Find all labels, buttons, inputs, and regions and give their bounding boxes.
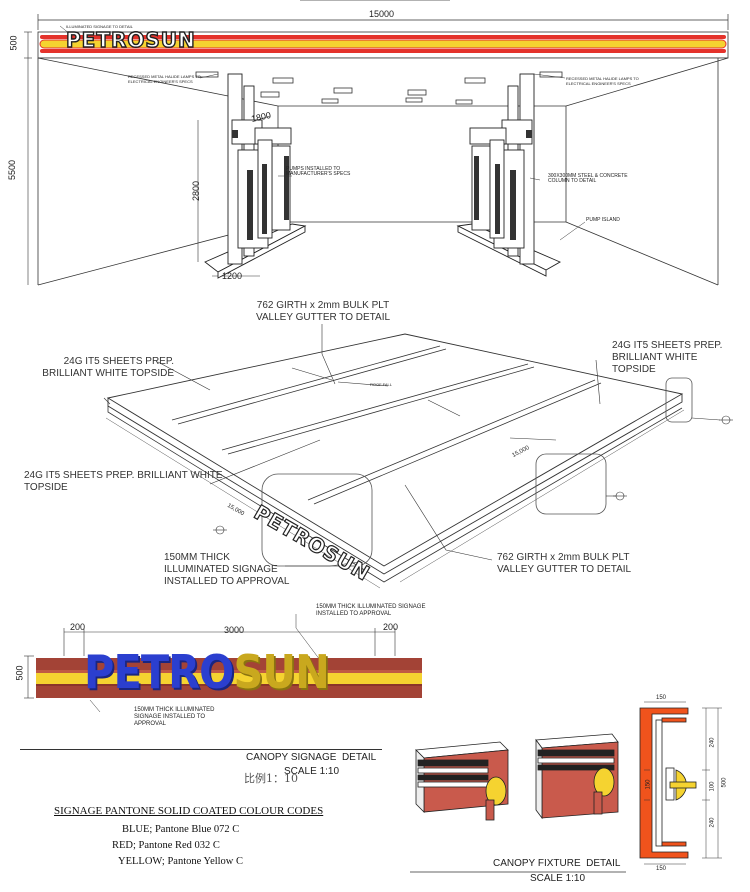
fixture-dim-mid: 150 — [645, 779, 652, 790]
elevation-brand-logo: PETROSUN — [65, 27, 196, 52]
elevation-note-pumps: PUMPS INSTALLED TO MANUFACTURER'S SPECS — [286, 166, 351, 177]
signage-dim-left: 200 — [70, 622, 86, 632]
fixture-dim-top: 150 — [656, 695, 667, 701]
elevation-width-dim: 15000 — [369, 9, 395, 19]
elevation-note-lamp-right: RECESSED METAL HALIDE LAMPS TO ELECTRICA… — [566, 76, 639, 86]
signage-scale: SCALE 1:10 — [284, 766, 340, 777]
roof-note-sheets-right: 24G IT5 SHEETS PREP. BRILLIANT WHITE TOP… — [612, 340, 723, 375]
roof-note-sheets-left: 24G IT5 SHEETS PREP. BRILLIANT WHITE TOP… — [42, 356, 174, 379]
roof-drawing — [103, 324, 733, 589]
fixture-scale: SCALE 1:10 — [530, 873, 586, 884]
signage-dim-right: 200 — [383, 622, 399, 632]
fixture-title: CANOPY FIXTURE DETAIL — [493, 858, 621, 869]
roof-note-sheets-front: 24G IT5 SHEETS PREP. BRILLIANT WHITE TOP… — [24, 470, 223, 493]
signage-note-bottom: 150MM THICK ILLUMINATED SIGNAGE INSTALLE… — [134, 707, 215, 727]
signage-title: CANOPY SIGNAGE DETAIL — [246, 752, 377, 763]
elevation-brand-right: SUN — [145, 27, 196, 52]
signage-scale-cn: 比例1：10 — [244, 772, 298, 785]
elevation-height-dim: 5500 — [7, 159, 18, 181]
elevation-brand-left: PETRO — [65, 27, 146, 52]
roof-note-signage: 150MM THICK ILLUMINATED SIGNAGE INSTALLE… — [164, 552, 290, 587]
colour-code-red: RED; Pantone Red 032 C — [112, 840, 220, 851]
signage-brand-left: PETRO — [84, 645, 234, 699]
signage-dim-height: 500 — [14, 665, 25, 681]
elevation-note-signage: ILLUMINATED SIGNAGE TO DETAIL — [66, 24, 133, 29]
fixture-dim-upper: 240 — [709, 737, 716, 748]
elevation-note-island: PUMP ISLAND — [586, 217, 620, 223]
signage-brand-logo: PETROSUN — [84, 645, 330, 699]
signage-drawing — [24, 614, 422, 713]
fixture-dim-mid2: 100 — [709, 781, 716, 792]
elevation-fascia-dim: 500 — [8, 35, 19, 51]
signage-dim-center: 3000 — [224, 625, 245, 635]
colour-code-yellow: YELLOW; Pantone Yellow C — [118, 856, 244, 867]
colour-code-blue: BLUE; Pantone Blue 072 C — [122, 824, 240, 835]
elevation-pump-height-dim: 2800 — [191, 180, 202, 202]
roof-note-gutter-top: 762 GIRTH x 2mm BULK PLT VALLEY GUTTER T… — [255, 300, 391, 323]
elevation-island-width-dim: 1200 — [222, 271, 243, 281]
elevation-note-lamp-left: RECESSED METAL HALIDE LAMPS TO ELECTRICA… — [128, 74, 201, 84]
fixture-dim-total: 500 — [721, 777, 728, 788]
elevation-note-column: 300X300MM STEEL & CONCRETE COLUMN TO DET… — [548, 173, 628, 184]
fixture-drawing — [410, 701, 722, 873]
elevation-drawing — [24, 0, 729, 286]
fixture-dim-bottom: 150 — [656, 866, 667, 872]
signage-brand-right: SUN — [233, 645, 329, 699]
fixture-dim-lower: 240 — [709, 817, 716, 828]
roof-fall-label: ROOF FALL — [370, 382, 393, 387]
signage-note-top: 150MM THICK ILLUMINATED SIGNAGE INSTALLE… — [316, 604, 426, 617]
roof-note-gutter-bottom: 762 GIRTH x 2mm BULK PLT VALLEY GUTTER T… — [497, 552, 632, 575]
colour-codes-heading: SIGNAGE PANTONE SOLID COATED COLOUR CODE… — [54, 805, 324, 817]
signage-title-rule — [20, 749, 382, 750]
